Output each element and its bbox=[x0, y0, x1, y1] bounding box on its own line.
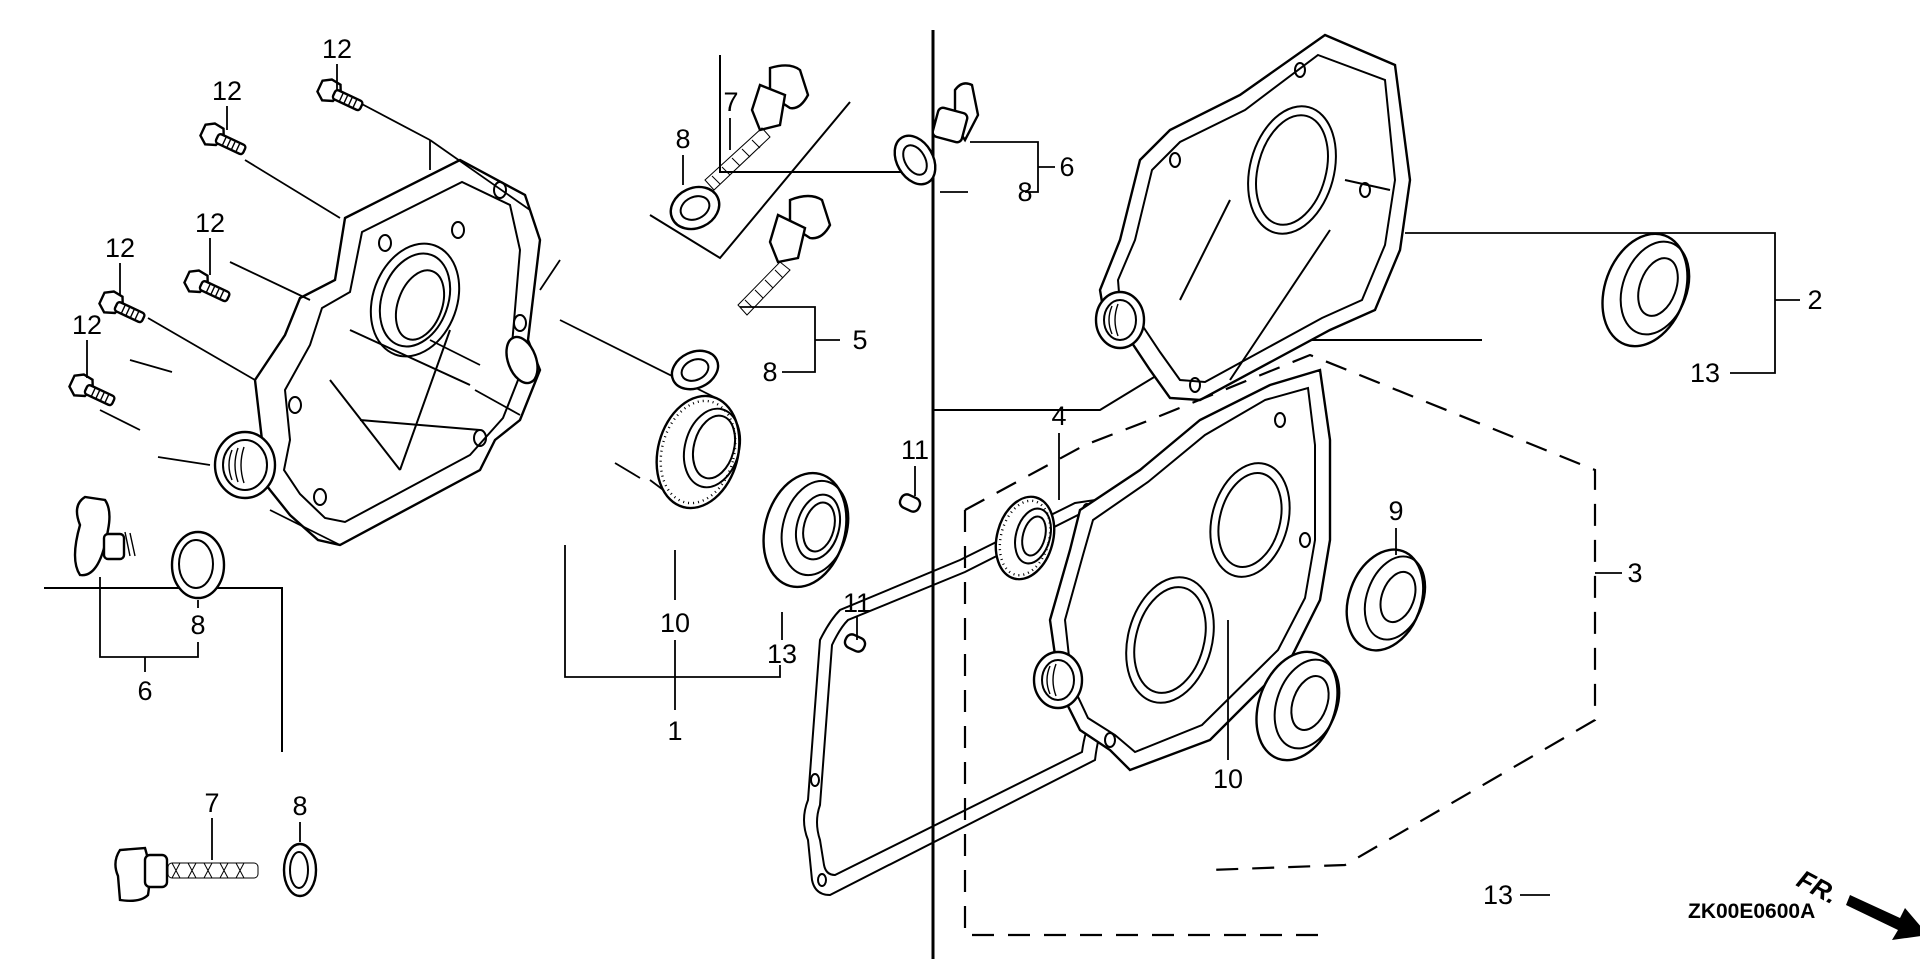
callout-5: 5 bbox=[852, 325, 867, 355]
crankcase-cover-variant-b bbox=[1032, 368, 1332, 772]
callout-12: 12 bbox=[72, 310, 102, 340]
dipstick-top bbox=[649, 64, 851, 260]
oil-seal-variant-b bbox=[994, 495, 1056, 581]
callout-12: 12 bbox=[212, 76, 242, 106]
callout-10: 10 bbox=[1213, 764, 1243, 794]
callout-3: 3 bbox=[1627, 558, 1642, 588]
callout-12: 12 bbox=[322, 34, 352, 64]
bearing-main bbox=[762, 471, 850, 589]
callout-11: 11 bbox=[843, 588, 871, 618]
callout-11: 11 bbox=[901, 435, 929, 465]
oil-seal-main bbox=[655, 394, 742, 510]
leader-lines-main bbox=[99, 101, 721, 546]
bolt-icon bbox=[316, 78, 364, 112]
callout-13: 13 bbox=[767, 639, 797, 669]
bolt-icon bbox=[68, 373, 116, 407]
bolts bbox=[68, 78, 364, 407]
dowel-pins bbox=[843, 493, 922, 653]
callout-4: 4 bbox=[1051, 401, 1066, 431]
diagram-code: ZK00E0600A bbox=[1688, 900, 1815, 923]
callout-9: 9 bbox=[1388, 496, 1403, 526]
callout-10: 10 bbox=[660, 608, 690, 638]
callout-8: 8 bbox=[292, 791, 307, 821]
bolt-icon bbox=[98, 290, 146, 324]
bolt-icon bbox=[199, 122, 247, 156]
bearing-9 bbox=[1345, 548, 1427, 652]
callout-8: 8 bbox=[1017, 177, 1032, 207]
crankcase-cover-variant-a bbox=[1094, 33, 1412, 402]
inset-box-drain-plug bbox=[719, 55, 918, 173]
callout-8: 8 bbox=[675, 124, 690, 154]
bearing-variant-b bbox=[1255, 650, 1341, 762]
callout-1: 1 bbox=[667, 716, 682, 746]
callout-labels: 12 12 12 12 12 8 7 5 8 8 6 11 11 10 13 1… bbox=[72, 34, 1823, 910]
callout-leaders bbox=[86, 64, 1800, 896]
crankcase-cover-main bbox=[213, 158, 542, 547]
inset-box-dipstick bbox=[44, 587, 283, 752]
callout-12: 12 bbox=[195, 208, 225, 238]
drain-plug-inset-top bbox=[893, 82, 980, 186]
callout-8: 8 bbox=[762, 357, 777, 387]
arrow-right-down-icon bbox=[1846, 895, 1920, 940]
callout-6: 6 bbox=[137, 676, 152, 706]
callout-13: 13 bbox=[1483, 880, 1513, 910]
callout-12: 12 bbox=[105, 233, 135, 263]
bolt-icon bbox=[183, 269, 231, 303]
drain-plug-left bbox=[73, 495, 226, 600]
bearing-variant-a bbox=[1601, 232, 1691, 348]
callout-7: 7 bbox=[204, 788, 219, 818]
dipstick-inset-bottom bbox=[114, 842, 318, 903]
callout-6: 6 bbox=[1059, 152, 1074, 182]
dipstick-mid bbox=[670, 194, 832, 391]
callout-8: 8 bbox=[190, 610, 205, 640]
callout-2: 2 bbox=[1807, 285, 1822, 315]
callout-7: 7 bbox=[723, 87, 738, 117]
callout-13: 13 bbox=[1690, 358, 1720, 388]
variant-b-enclosure bbox=[963, 353, 1597, 937]
